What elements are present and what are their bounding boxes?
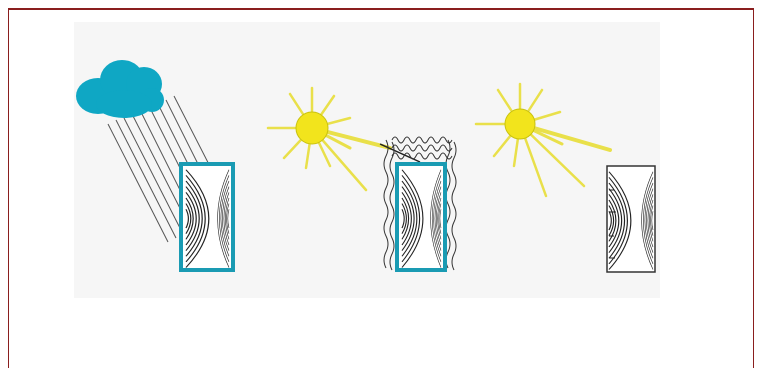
weathering-diagram <box>0 0 758 359</box>
sun-icon <box>505 109 535 139</box>
timber-plain <box>607 166 655 272</box>
timber-sealed-1 <box>181 164 233 270</box>
scene-rain <box>76 60 233 270</box>
heat-arrow <box>380 144 420 162</box>
scene-sun-dry <box>476 84 655 272</box>
timber-sealed-2 <box>397 164 445 270</box>
sun-rays-2 <box>476 84 610 196</box>
scene-sun-moisture <box>268 88 456 270</box>
cloud-icon <box>76 60 164 118</box>
sun-icon <box>296 112 328 144</box>
sun-rays-1 <box>268 88 390 190</box>
